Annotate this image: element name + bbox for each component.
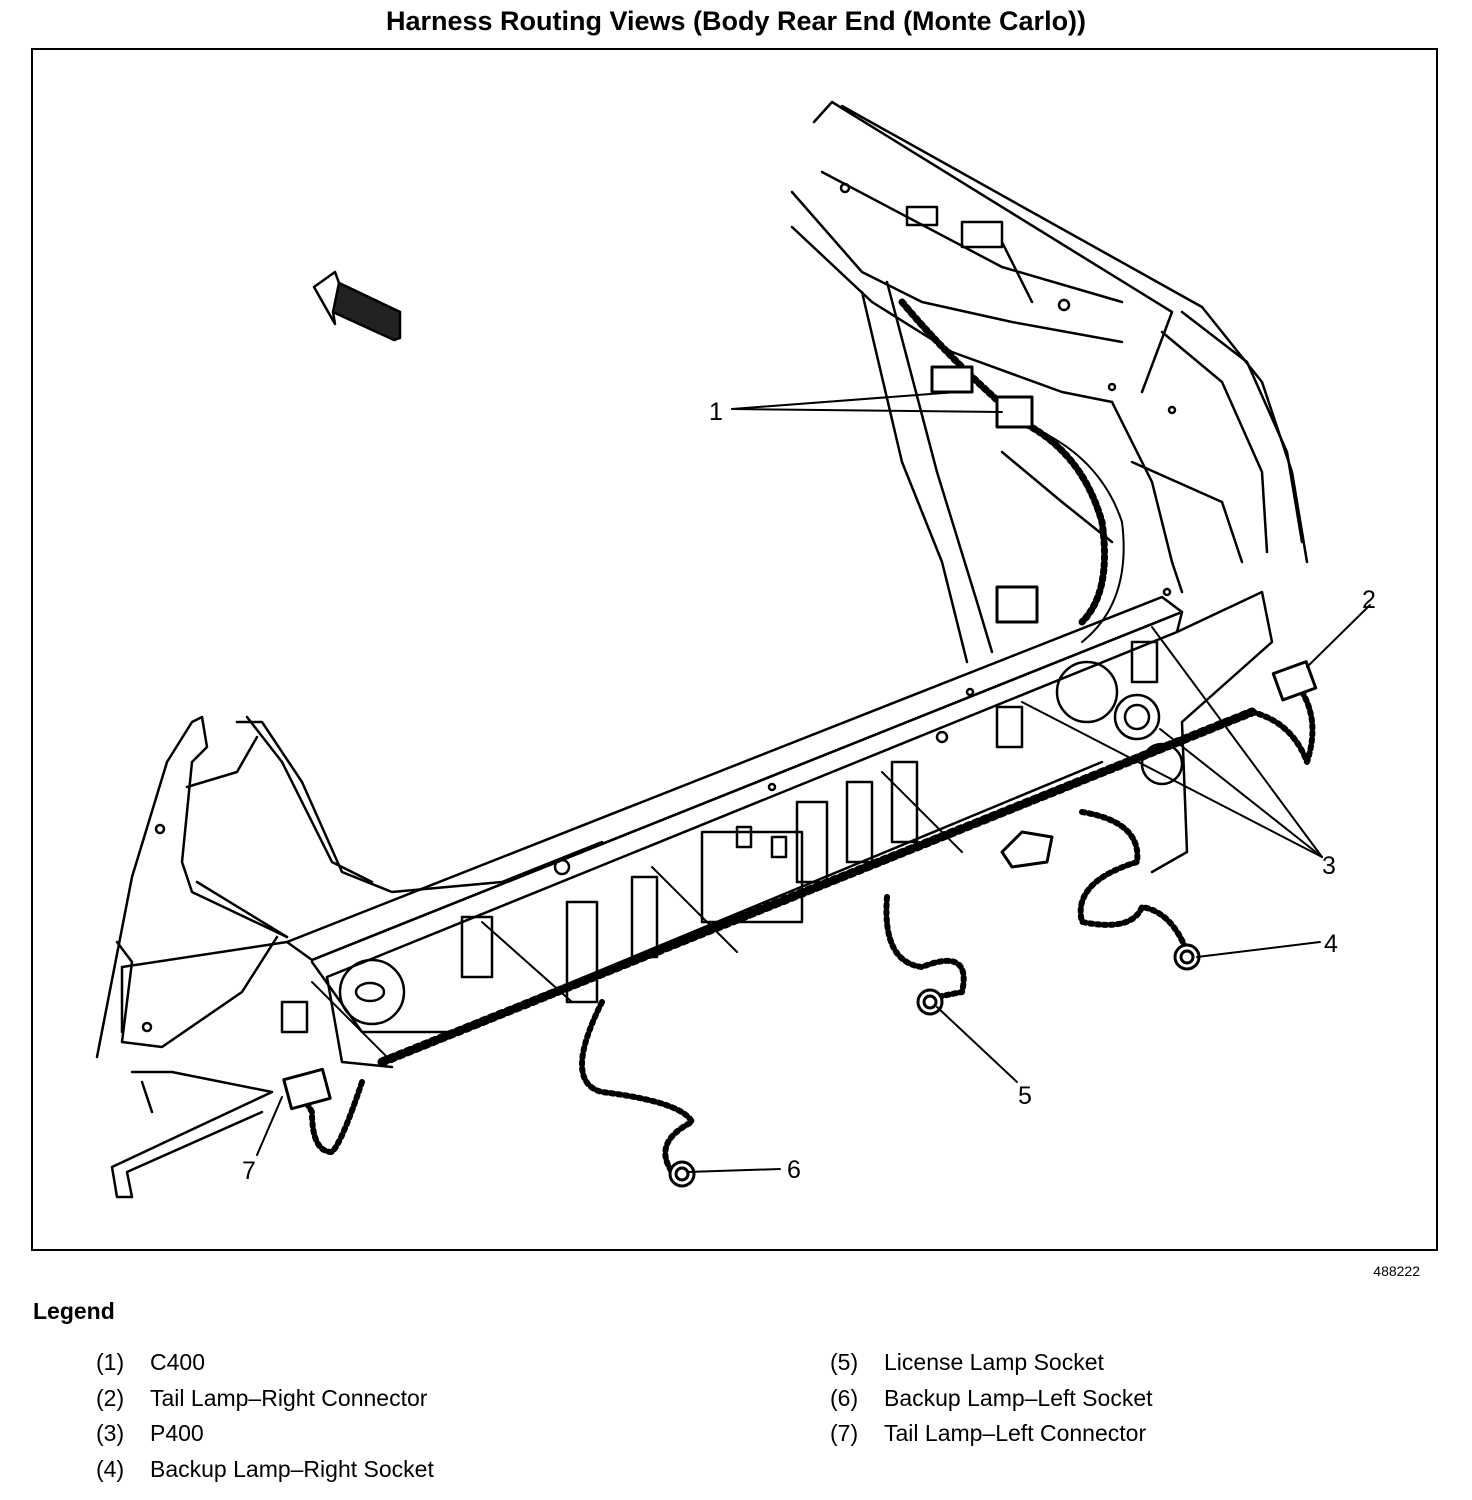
forward-direction-arrow-icon [312, 270, 402, 342]
legend-item-label: P400 [150, 1420, 204, 1446]
legend-column-right: (5) License Lamp Socket (6) Backup Lamp–Le… [830, 1349, 1153, 1456]
legend-item-number: (2) [96, 1384, 125, 1411]
legend-item: (2) Tail Lamp–Right Connector [96, 1385, 434, 1421]
callout-1: 1 [709, 398, 723, 426]
callout-numbers: 1 2 3 4 5 6 7 [242, 398, 1376, 1185]
legend-item-number: (7) [830, 1420, 859, 1446]
callout-3: 3 [1322, 852, 1336, 880]
legend-item-label: Tail Lamp–Left Connector [884, 1420, 1147, 1446]
diagram-title: Harness Routing Views (Body Rear End (Mo… [385, 6, 1087, 36]
legend-item: (7) Tail Lamp–Left Connector [830, 1420, 1153, 1456]
legend-item: (6) Backup Lamp–Left Socket [830, 1385, 1153, 1421]
deck-lid-outline [790, 100, 1309, 664]
legend-item-label: License Lamp Socket [884, 1349, 1104, 1375]
legend-item-label: C400 [150, 1349, 205, 1375]
diagram-frame: 1 2 3 4 5 6 7 [31, 48, 1438, 1251]
rear-end-panel-outline [120, 587, 1274, 1069]
legend-item: (1) C400 [96, 1349, 434, 1385]
legend-item-label: Backup Lamp–Left Socket [884, 1384, 1153, 1411]
harness-lower-run [282, 660, 1318, 1188]
legend-item-label: Backup Lamp–Right Socket [150, 1455, 434, 1482]
legend-item: (5) License Lamp Socket [830, 1349, 1153, 1385]
figure-id: 488222 [1373, 1263, 1420, 1279]
callout-4: 4 [1324, 930, 1338, 958]
legend-item-label: Tail Lamp–Right Connector [150, 1384, 428, 1411]
legend-item-number: (5) [830, 1349, 859, 1375]
legend-item-number: (1) [96, 1349, 125, 1375]
legend-item-number: (3) [96, 1420, 125, 1446]
legend-item-number: (4) [96, 1455, 125, 1482]
left-quarter-outline [95, 715, 604, 1199]
legend-item: (3) P400 [96, 1420, 434, 1456]
callout-leaders [256, 391, 1371, 1173]
callout-6: 6 [787, 1156, 801, 1184]
callout-7: 7 [242, 1157, 256, 1185]
harness-c400-run [898, 298, 1125, 643]
legend-column-left: (1) C400 (2) Tail Lamp–Right Connector (3)… [96, 1349, 434, 1491]
legend-heading: Legend [33, 1298, 115, 1324]
callout-5: 5 [1018, 1082, 1032, 1110]
legend-item-number: (6) [830, 1384, 859, 1411]
legend-item: (4) Backup Lamp–Right Socket [96, 1456, 434, 1492]
harness-routing-drawing: 1 2 3 4 5 6 7 [95, 100, 1376, 1199]
callout-2: 2 [1362, 586, 1376, 614]
